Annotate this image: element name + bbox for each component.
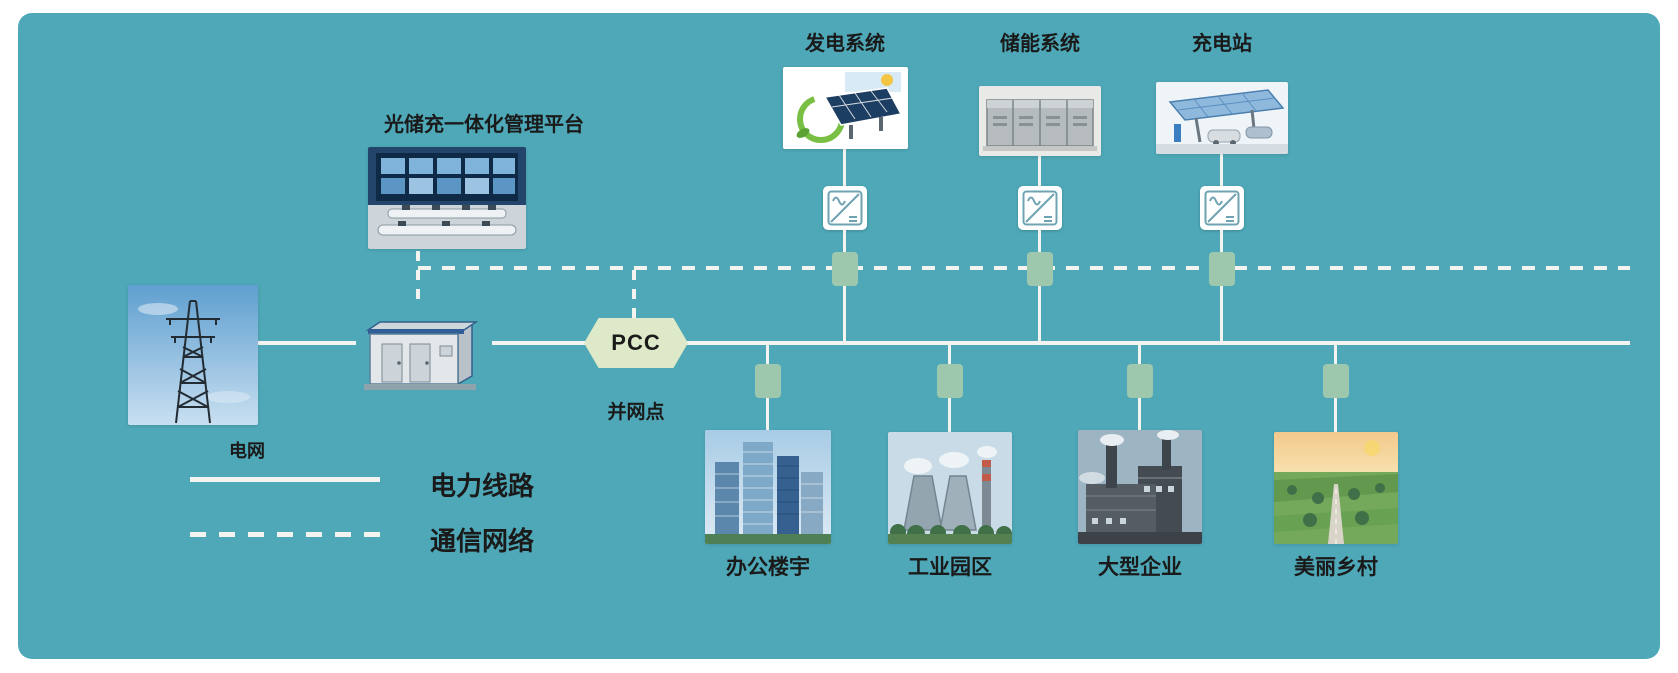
coupling-connector: [1323, 364, 1349, 398]
grid-tower-photo: [128, 285, 258, 425]
legend-power-line-sample: [190, 477, 380, 482]
transformer-photo: [356, 306, 492, 394]
gen-drop-line: [843, 230, 846, 254]
coupling-connector: [1127, 364, 1153, 398]
enterprise-drop-line: [1138, 398, 1141, 432]
pcc-sublabel: 并网点: [607, 402, 665, 423]
management-platform-photo: [368, 147, 526, 249]
charging-station-label: 充电站: [1192, 33, 1252, 55]
charger-drop-line: [1220, 154, 1223, 187]
industry-drop-line: [948, 398, 951, 432]
coupling-connector: [937, 364, 963, 398]
coupling-connector: [755, 364, 781, 398]
office-buildings-photo: [705, 430, 831, 544]
storage-system-label: 储能系统: [1000, 33, 1080, 55]
office-drop-line: [766, 345, 769, 364]
industrial-park-photo: [888, 432, 1012, 544]
beautiful-village-photo: [1274, 432, 1398, 544]
office-drop-line: [766, 398, 769, 432]
pcc-label: PCC: [611, 330, 661, 355]
storage-system-photo: [979, 86, 1101, 156]
platform-label: 光储充一体化管理平台: [384, 114, 584, 136]
beautiful-village-label: 美丽乡村: [1294, 556, 1378, 579]
coupling-connector: [1209, 252, 1235, 286]
village-drop-line: [1334, 398, 1337, 432]
charging-station-photo: [1156, 82, 1288, 154]
enterprise-drop-line: [1138, 345, 1141, 364]
inverter-icon: [1018, 186, 1062, 230]
inverter-icon: [1200, 186, 1244, 230]
generation-system-photo: [783, 67, 908, 149]
industrial-park-label: 工业园区: [908, 556, 992, 579]
storage-drop-line: [1038, 230, 1041, 254]
pcc-node: PCC: [584, 318, 688, 368]
comm-network-line: [418, 266, 1630, 270]
inverter-icon: [823, 186, 867, 230]
gen-drop-line: [843, 286, 846, 342]
gen-drop-line: [843, 149, 846, 187]
pcc-comm-link: [632, 270, 636, 318]
village-drop-line: [1334, 345, 1337, 364]
office-buildings-label: 办公楼宇: [726, 556, 810, 579]
grid-label: 电网: [229, 441, 265, 461]
coupling-connector: [1027, 252, 1053, 286]
charger-drop-line: [1220, 286, 1223, 342]
industry-drop-line: [948, 345, 951, 364]
legend-power-line-label: 电力线路: [430, 471, 535, 501]
legend-comm-network-label: 通信网络: [430, 526, 535, 556]
generation-system-label: 发电系统: [805, 33, 885, 55]
coupling-connector: [832, 252, 858, 286]
storage-drop-line: [1038, 156, 1041, 187]
platform-comm-link: [416, 251, 420, 308]
large-enterprise-label: 大型企业: [1098, 556, 1182, 579]
legend-comm-line-sample: [190, 532, 380, 537]
charger-drop-line: [1220, 230, 1223, 254]
large-enterprise-photo: [1078, 430, 1202, 544]
storage-drop-line: [1038, 286, 1041, 342]
power-line: [256, 341, 1630, 345]
